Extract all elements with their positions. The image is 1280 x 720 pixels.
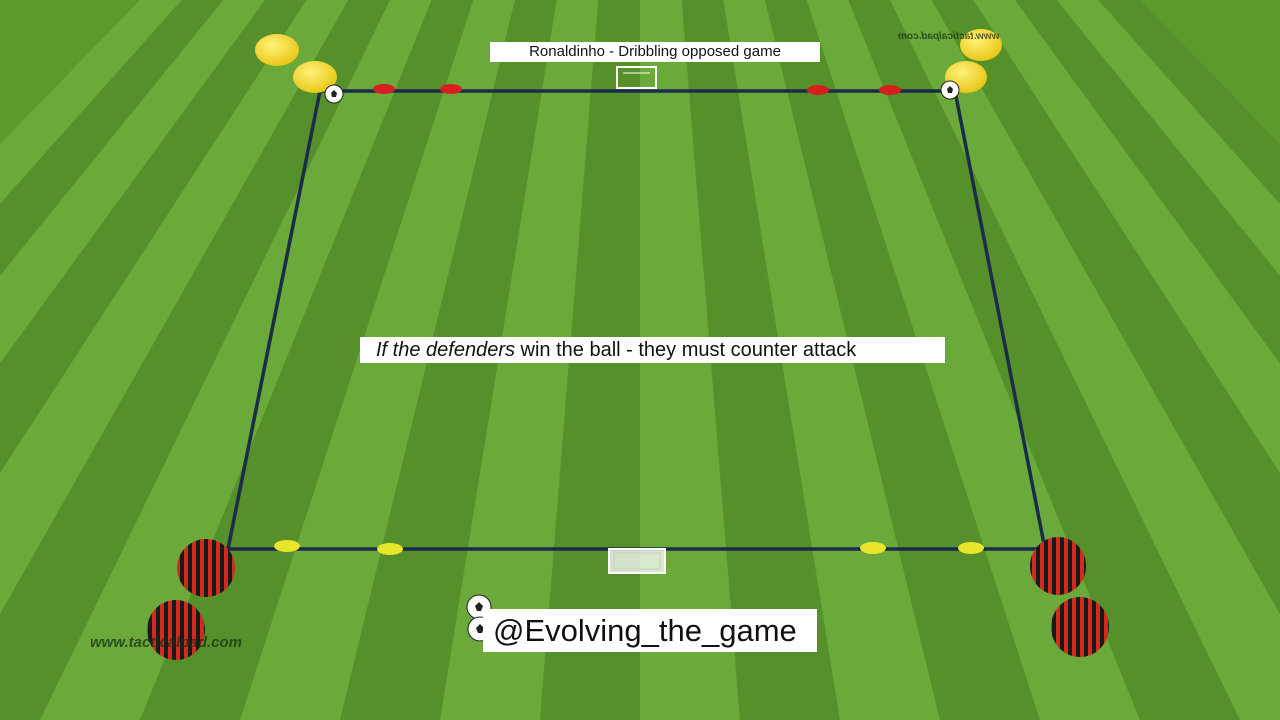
instruction-italic-part: If the defenders <box>376 339 515 361</box>
drill-instruction: If the defenders win the ball - they mus… <box>360 337 945 363</box>
grass-stripe <box>973 0 1280 474</box>
player-token-icon <box>1051 597 1109 657</box>
grass-stripe <box>848 0 1240 720</box>
grass-stripe <box>931 0 1280 615</box>
player-token-icon <box>147 600 205 660</box>
instruction-rest: win the ball - they must counter attack <box>514 339 857 361</box>
soccer-ball-icon <box>324 84 344 104</box>
social-handle: @Evolving_the_game <box>483 609 817 652</box>
grass-stripe <box>40 0 432 720</box>
cone-icon <box>377 543 403 555</box>
player-token-icon <box>1030 537 1086 595</box>
grass-stripe <box>0 0 390 720</box>
grass-stripe <box>1015 0 1280 364</box>
cone-icon <box>807 85 829 95</box>
grass-stripe <box>890 0 1280 720</box>
grass-stripe <box>1056 0 1280 276</box>
cone-icon <box>879 85 901 95</box>
cone-icon <box>274 540 300 552</box>
cone-icon <box>958 542 984 554</box>
drill-title: Ronaldinho - Dribbling opposed game <box>490 42 820 62</box>
cone-icon <box>373 84 395 94</box>
watermark-bottom: www.tacticalpad.com <box>90 634 242 651</box>
player-token-icon <box>255 34 299 66</box>
goal-icon <box>616 66 657 89</box>
player-token-icon <box>293 61 337 93</box>
cone-icon <box>860 542 886 554</box>
grass-stripe <box>1098 0 1280 204</box>
cone-icon <box>440 84 462 94</box>
player-token-icon <box>960 29 1002 61</box>
goal-icon <box>608 548 666 574</box>
grass-stripe <box>140 0 474 720</box>
soccer-ball-icon <box>940 80 960 100</box>
player-token-icon <box>177 539 235 597</box>
watermark-top-mirrored: www.tacticalpad.com <box>898 31 1000 42</box>
